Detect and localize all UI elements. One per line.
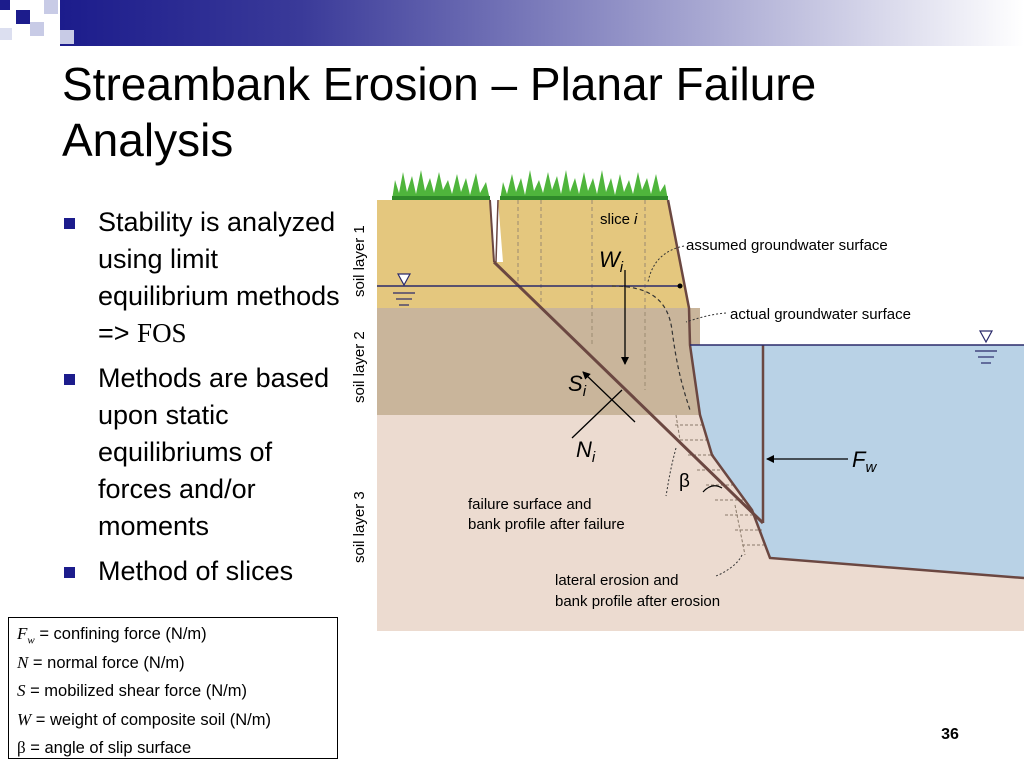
bank-profile-line — [666, 199, 1024, 580]
actual-groundwater-label: actual groundwater surface — [730, 306, 911, 323]
failure-surface-label: failure surface and — [468, 496, 591, 513]
shear-arrow — [582, 371, 636, 423]
crack-wall-right — [495, 199, 499, 263]
crack-wall-left — [489, 199, 495, 263]
bullet-text: Stability is analyzed using limit equili… — [98, 207, 340, 348]
legend-symbol: F — [17, 624, 28, 643]
failure-surface-label-2: bank profile after failure — [468, 516, 625, 533]
slice-lines — [517, 200, 646, 390]
soil-layer-1-region — [377, 200, 689, 308]
soil-layer-2-label: soil layer 2 — [351, 331, 368, 403]
grass-icon — [392, 170, 668, 200]
bullet-item: Methods are based upon static equilibriu… — [62, 360, 352, 545]
legend-description: = angle of slip surface — [25, 739, 192, 757]
legend-description: = mobilized shear force (N/m) — [25, 682, 247, 700]
legend-row: N = normal force (N/m) — [17, 649, 329, 678]
groundwater-point — [677, 283, 683, 289]
erosion-label-2: bank profile after erosion — [555, 593, 720, 610]
erosion-label: lateral erosion and — [555, 572, 678, 589]
leader-lines — [647, 245, 743, 577]
normal-arrow — [571, 389, 623, 439]
soil-layer-3-label: soil layer 3 — [351, 491, 368, 563]
beta-label: β — [679, 471, 690, 492]
water-region — [690, 345, 1024, 578]
beta-angle-arc — [702, 485, 723, 493]
header-decoration — [0, 0, 1024, 46]
symbol-legend: Fw = confining force (N/m) N = normal fo… — [8, 617, 338, 759]
legend-symbol: β — [17, 738, 26, 757]
legend-description: = weight of composite soil (N/m) — [31, 710, 271, 729]
legend-description: = normal force (N/m) — [28, 653, 185, 672]
legend-row: S = mobilized shear force (N/m) — [17, 677, 329, 706]
legend-row: W = weight of composite soil (N/m) — [17, 706, 329, 735]
shear-label: Si — [568, 371, 587, 400]
grass-shadow-icon — [392, 196, 668, 200]
streambank-diagram: soil layer 1 soil layer 2 soil layer 3 s… — [351, 170, 1024, 631]
legend-subscript: w — [27, 634, 35, 647]
slide-title: Streambank Erosion – Planar Failure Anal… — [62, 58, 817, 166]
square-bullet-icon — [64, 374, 75, 385]
water-level-icon — [975, 330, 997, 364]
legend-row: β = angle of slip surface — [17, 734, 329, 763]
bullet-text: Methods are based upon static equilibriu… — [98, 363, 330, 541]
bullet-list: Stability is analyzed using limit equili… — [62, 204, 352, 598]
bullet-item: Stability is analyzed using limit equili… — [62, 204, 352, 352]
failure-surface-line — [492, 260, 765, 525]
legend-row: Fw = confining force (N/m) — [17, 620, 329, 649]
confining-force-label: Fw — [852, 447, 877, 476]
bullet-text: Method of slices — [98, 556, 294, 586]
bullet-item: Method of slices — [62, 553, 352, 590]
legend-symbol: W — [17, 709, 32, 729]
square-bullet-icon — [64, 218, 75, 229]
legend-symbol: N — [17, 652, 29, 672]
legend-description: = confining force (N/m) — [34, 625, 207, 643]
normal-label: Ni — [576, 437, 596, 466]
square-bullet-icon — [64, 567, 75, 578]
soil-layer-1-label: soil layer 1 — [351, 225, 368, 297]
actual-groundwater-curve — [611, 285, 691, 411]
assumed-groundwater-label: assumed groundwater surface — [686, 237, 888, 254]
water-level-icon — [393, 273, 415, 306]
fos-text: FOS — [137, 318, 187, 348]
legend-symbol: S — [17, 681, 26, 700]
soil-layer-2-region — [377, 308, 700, 415]
weight-label: Wi — [599, 247, 624, 276]
page-number: 36 — [941, 726, 959, 743]
